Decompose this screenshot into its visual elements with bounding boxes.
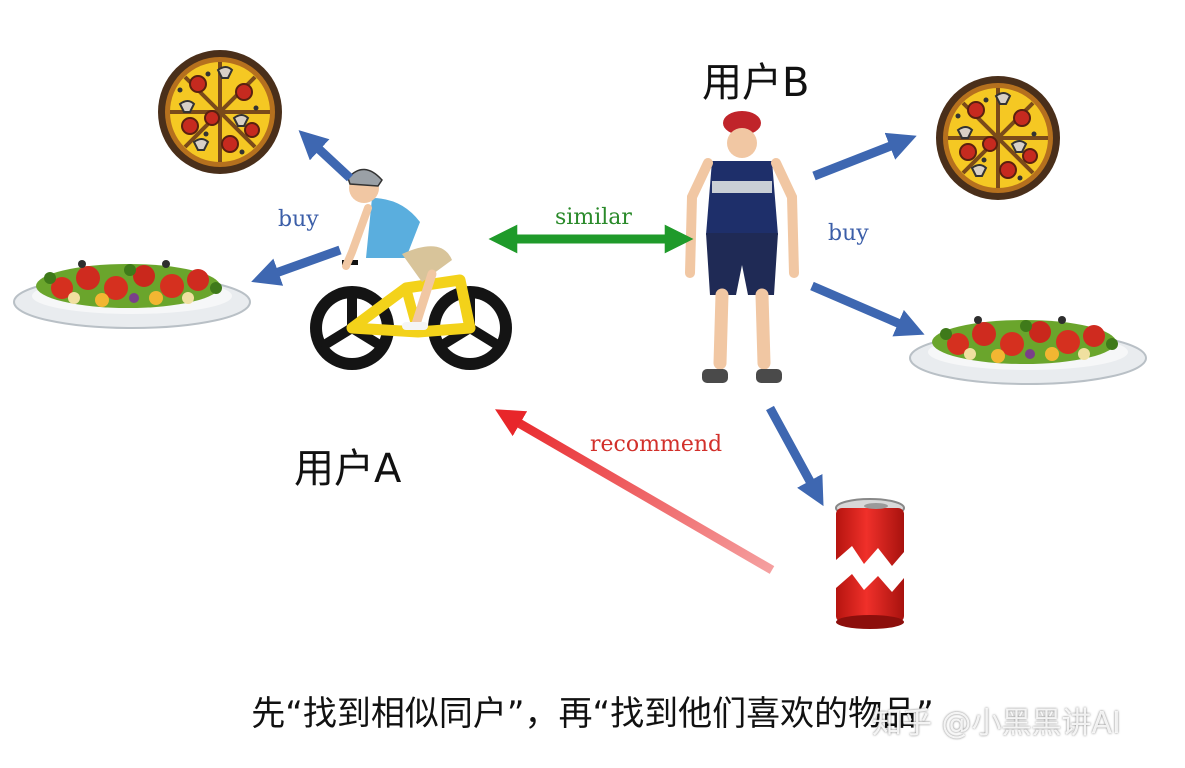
salad-icon [909,315,1147,385]
recommend-arrow [495,409,775,574]
recommend-label: recommend [590,432,722,457]
similar-label: similar [555,205,632,230]
watermark-text: 知乎 @小黑黑讲AI [872,706,1121,741]
buy-arrow [298,130,354,182]
buy-arrow [810,281,925,337]
user-b-label: 用户B [702,60,810,106]
caption-text: 先“找到相似同户”，再“找到他们喜欢的物品” [251,694,934,734]
soda-can-icon [835,498,905,629]
salad-icon [13,259,251,329]
cyclist-icon [310,168,512,370]
cyclist-standing-icon [685,111,799,383]
buy-arrow [251,245,342,286]
buy-label: buy [828,221,869,246]
pizza-icon [934,74,1062,202]
buy-arrow [766,405,824,507]
buy-arrow [812,132,917,181]
pizza-icon [156,48,284,176]
buy-label: buy [278,207,319,232]
user-a-label: 用户A [294,446,402,492]
